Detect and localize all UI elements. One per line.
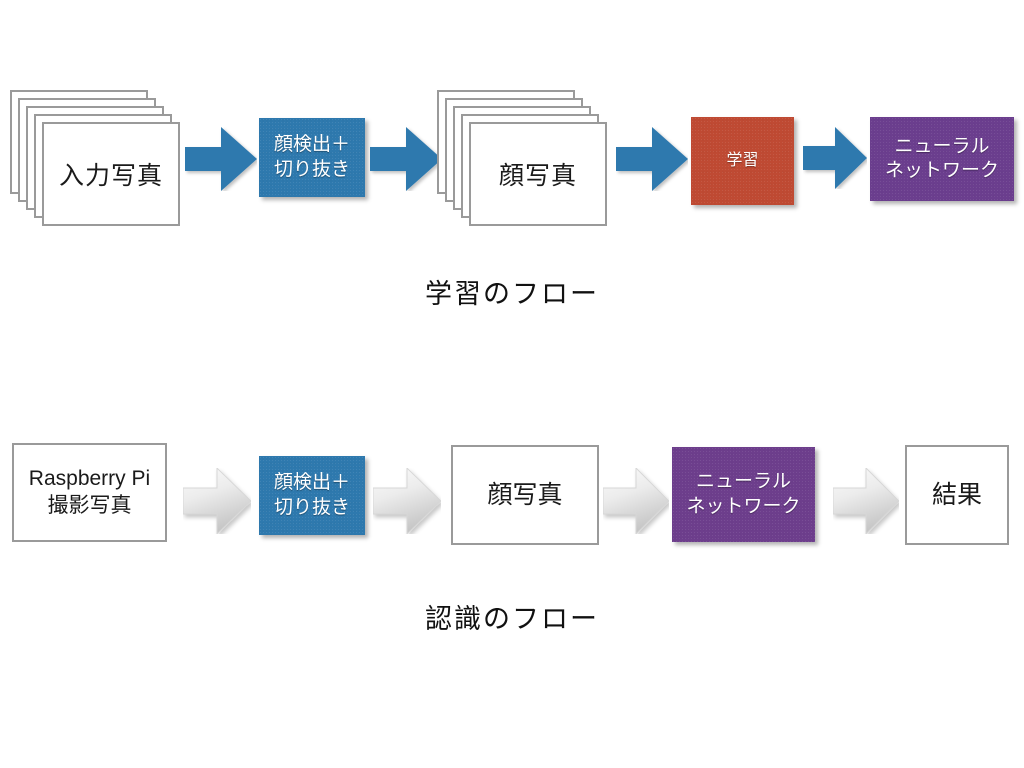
photo-stack-face-photos[interactable]: 顔写真 bbox=[437, 90, 609, 228]
card-face-photo[interactable]: 顔写真 bbox=[451, 445, 599, 545]
arrow-right-grey-icon bbox=[373, 468, 441, 534]
arrow-right-grey-icon bbox=[833, 468, 899, 534]
photo-stack-input-photos[interactable]: 入力写真 bbox=[10, 90, 182, 228]
card-label: Raspberry Pi 撮影写真 bbox=[28, 466, 151, 517]
card-label: 結果 bbox=[931, 481, 982, 509]
photo-stack-front-sheet: 入力写真 bbox=[42, 122, 180, 226]
process-box-neural-network-recognition[interactable]: ニューラル ネットワーク bbox=[672, 447, 815, 542]
process-box-label: 学習 bbox=[726, 151, 759, 169]
process-box-face-detect-crop-recognition[interactable]: 顔検出＋ 切り抜き bbox=[259, 456, 365, 535]
photo-stack-front-sheet: 顔写真 bbox=[469, 122, 607, 226]
arrow-right-grey-icon bbox=[603, 468, 669, 534]
photo-stack-label: 入力写真 bbox=[58, 162, 163, 190]
card-result[interactable]: 結果 bbox=[905, 445, 1009, 545]
arrow-right-blue-icon bbox=[185, 127, 257, 191]
arrow-right-blue-icon bbox=[616, 127, 688, 191]
process-box-neural-network-training[interactable]: ニューラル ネットワーク bbox=[870, 117, 1014, 201]
process-box-label: 顔検出＋ 切り抜き bbox=[273, 134, 350, 180]
arrow-right-blue-icon bbox=[370, 127, 442, 191]
process-box-face-detect-crop-training[interactable]: 顔検出＋ 切り抜き bbox=[259, 118, 365, 197]
card-label: 顔写真 bbox=[487, 481, 563, 509]
photo-stack-label: 顔写真 bbox=[498, 162, 577, 190]
recognition-flow-caption: 認識のフロー bbox=[425, 604, 599, 634]
training-flow-caption: 学習のフロー bbox=[425, 279, 599, 309]
arrow-right-blue-icon bbox=[803, 127, 867, 189]
process-box-label: ニューラル ネットワーク bbox=[686, 471, 801, 517]
process-box-label: ニューラル ネットワーク bbox=[884, 135, 999, 181]
process-box-label: 顔検出＋ 切り抜き bbox=[273, 472, 350, 518]
process-box-training[interactable]: 学習 bbox=[691, 117, 794, 205]
arrow-right-grey-icon bbox=[183, 468, 251, 534]
card-raspberry-pi-photo[interactable]: Raspberry Pi 撮影写真 bbox=[12, 443, 167, 542]
